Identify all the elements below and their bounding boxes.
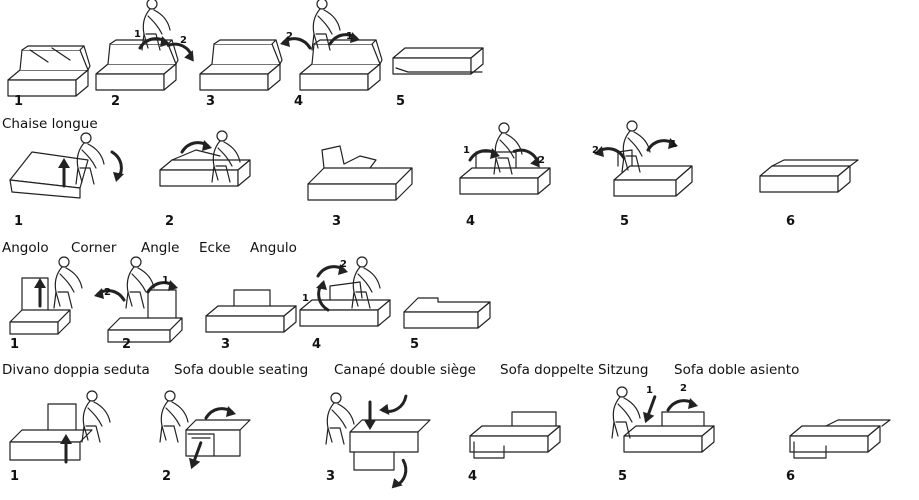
- chaise-step3-drawing: [307, 145, 413, 201]
- section-caption-de: Ecke: [199, 240, 231, 256]
- section-caption-it: Divano doppia seduta: [2, 362, 150, 378]
- chaise-step-number: 3: [332, 214, 342, 229]
- section-title: Chaise longue: [2, 116, 98, 132]
- section-caption-en: Sofa double seating: [174, 362, 309, 378]
- section-caption-de: Sofa doppelte Sitzung: [500, 362, 649, 378]
- row1-step1-drawing: [7, 45, 91, 97]
- row1-step-number: 2: [111, 94, 121, 109]
- corner-step1-drawing: [9, 256, 83, 335]
- corner-step-number: 5: [410, 337, 420, 352]
- chaise-step1-drawing: [9, 132, 126, 199]
- row1-step5-drawing: [392, 47, 484, 75]
- corner-step5-drawing: [403, 297, 491, 329]
- chaise-step-number: 4: [466, 214, 476, 229]
- double-step5-drawing: [611, 386, 715, 453]
- double-step-number: 3: [326, 469, 336, 484]
- row1-step3-drawing: [199, 39, 283, 91]
- chaise-step6-drawing: [759, 159, 859, 193]
- chaise-step-number: 5: [620, 214, 630, 229]
- row1-step4-drawing: [278, 0, 383, 91]
- row1-step-number: 1: [14, 94, 24, 109]
- chaise-step4-drawing: [459, 122, 551, 195]
- row1-step-number: 4: [294, 94, 304, 109]
- section-caption-fr: Angle: [141, 240, 180, 256]
- corner-step3-drawing: [205, 289, 297, 333]
- chaise-step-number: 2: [165, 214, 175, 229]
- row1-step-number: 5: [396, 94, 406, 109]
- double-step2-drawing: [159, 390, 251, 473]
- arrow-label: 2: [680, 383, 687, 394]
- double-step-number: 6: [786, 469, 796, 484]
- arrow-label: 2: [592, 145, 599, 156]
- row1-step-number: 3: [206, 94, 216, 109]
- double-step6-drawing: [789, 419, 891, 459]
- double-step1-drawing: [9, 390, 111, 464]
- arrow-label: 2: [286, 31, 293, 42]
- double-step-number: 5: [618, 469, 628, 484]
- arrow-label: 1: [162, 275, 169, 286]
- arrow-label: 2: [104, 287, 111, 298]
- chaise-step2-drawing: [159, 130, 251, 187]
- arrow-label: 2: [180, 35, 187, 46]
- chaise-step-number: 6: [786, 214, 796, 229]
- corner-step-number: 4: [312, 337, 322, 352]
- double-step-number: 4: [468, 469, 478, 484]
- arrow-label: 1: [346, 31, 353, 42]
- arrow-label: 2: [538, 155, 545, 166]
- section-caption-es: Angulo: [250, 240, 297, 256]
- arrow-label: 1: [463, 145, 470, 156]
- corner-step-number: 3: [221, 337, 231, 352]
- arrow-label: 1: [302, 293, 309, 304]
- section-caption-es: Sofa doble asiento: [674, 362, 800, 378]
- arrow-label: 1: [670, 139, 677, 150]
- section-caption-fr: Canapé double siège: [334, 362, 476, 378]
- chaise-step-number: 1: [14, 214, 24, 229]
- corner-step4-drawing: [299, 256, 391, 327]
- corner-step2-drawing: [92, 256, 183, 343]
- section-caption-it: Angolo: [2, 240, 49, 256]
- arrow-label: 1: [134, 29, 141, 40]
- corner-step-number: 2: [122, 337, 132, 352]
- double-step3-drawing: [325, 392, 431, 494]
- section-caption-en: Corner: [71, 240, 117, 256]
- chaise-step5-drawing: [592, 120, 693, 197]
- double-step-number: 1: [10, 469, 20, 484]
- arrow-label: 1: [646, 385, 653, 396]
- double-step-number: 2: [162, 469, 172, 484]
- corner-step-number: 1: [10, 337, 20, 352]
- arrow-label: 2: [340, 259, 347, 270]
- double-step4-drawing: [469, 411, 561, 459]
